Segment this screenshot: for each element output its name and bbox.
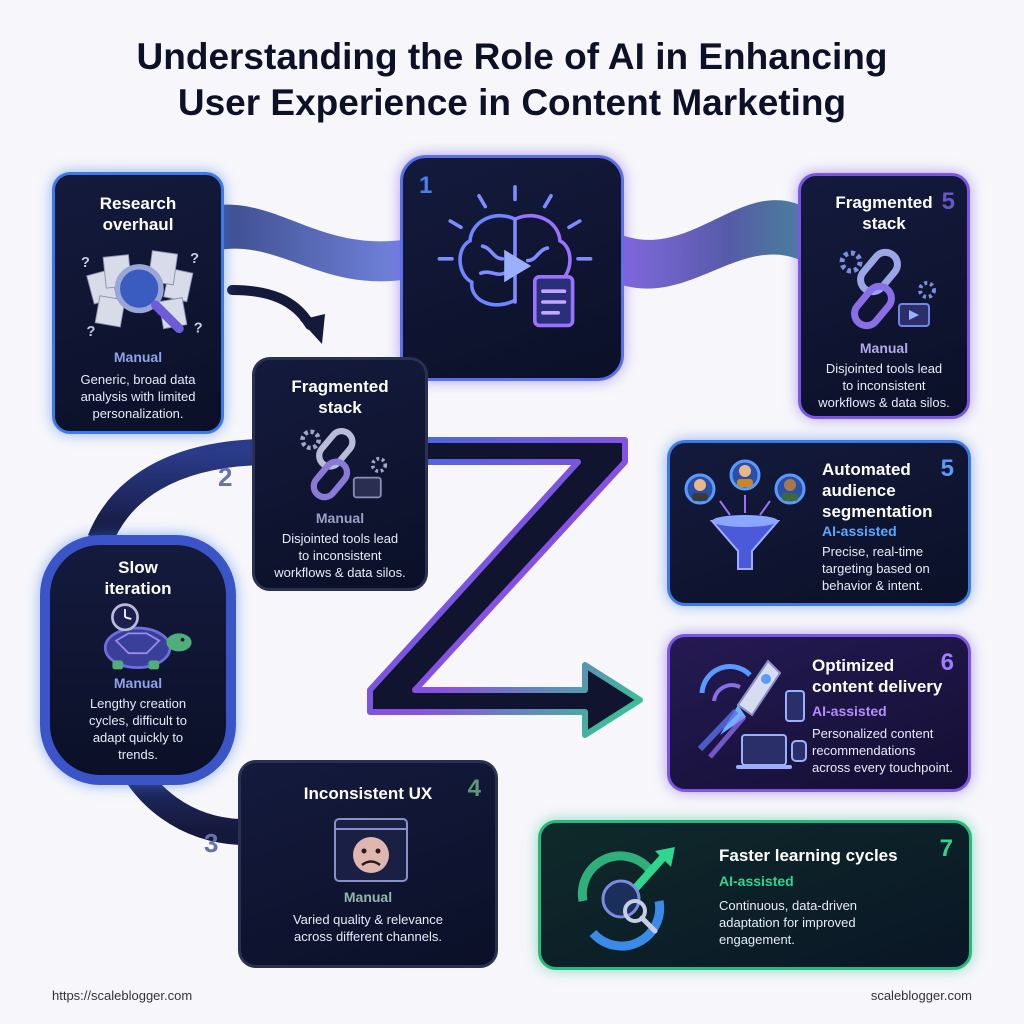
ribbon-left — [218, 204, 402, 282]
svg-text:?: ? — [190, 251, 199, 267]
svg-text:?: ? — [194, 320, 203, 336]
title-line-1: Understanding the Role of AI in Enhancin… — [136, 36, 888, 77]
brain-cycle-arrow-icon — [577, 847, 675, 951]
mode-label: AI-assisted — [822, 523, 897, 539]
z-shape — [367, 437, 643, 738]
card-faster-learning-cycles[interactable]: 7 Faster learning cycles AI-assisted Con… — [538, 820, 972, 970]
curve-arrow — [227, 285, 315, 330]
card-title: Faster learning cycles — [719, 846, 898, 865]
ring-path — [87, 439, 261, 546]
rocket-devices-icon — [697, 659, 807, 769]
frowning-face-screen-icon — [334, 818, 408, 882]
hub-number: 1 — [419, 172, 433, 199]
mode-label: Manual — [113, 675, 163, 691]
footer-right-url[interactable]: scaleblogger.com — [870, 988, 972, 1003]
brain-play-document-icon — [437, 185, 593, 328]
magnifier-documents-icon: ???? — [81, 250, 203, 340]
card-number: 4 — [467, 775, 481, 802]
title-line-2: User Experience in Content Marketing — [177, 82, 847, 123]
step-number-3: 3 — [204, 828, 219, 858]
funnel-people-icon — [684, 459, 806, 570]
mode-label: Manual — [315, 510, 365, 526]
svg-text:?: ? — [81, 255, 90, 271]
card-inconsistent-ux[interactable]: 4 Inconsistent UX Manual Varied quality … — [238, 760, 498, 968]
card-number: 6 — [940, 649, 954, 676]
card-number: 7 — [939, 835, 953, 862]
mode-label: Manual — [343, 889, 393, 905]
mode-label: AI-assisted — [719, 873, 794, 889]
hub-card[interactable]: 1 — [400, 155, 624, 381]
card-number: 5 — [941, 188, 955, 215]
mode-label: Manual — [113, 349, 163, 365]
step-number-2: 2 — [218, 462, 233, 492]
card-title: Inconsistent UX — [303, 784, 433, 803]
ribbon-right — [622, 200, 800, 289]
turtle-clock-icon — [103, 603, 192, 670]
page-title: Understanding the Role of AI in Enhancin… — [0, 34, 1024, 126]
footer-left-url[interactable]: https://scaleblogger.com — [52, 988, 193, 1003]
broken-link-gears-icon — [300, 427, 388, 501]
mode-label: AI-assisted — [812, 703, 887, 719]
svg-text:?: ? — [86, 324, 95, 340]
card-number: 5 — [940, 455, 954, 482]
broken-link-gears-icon — [839, 248, 936, 330]
mode-label: Manual — [859, 340, 909, 356]
